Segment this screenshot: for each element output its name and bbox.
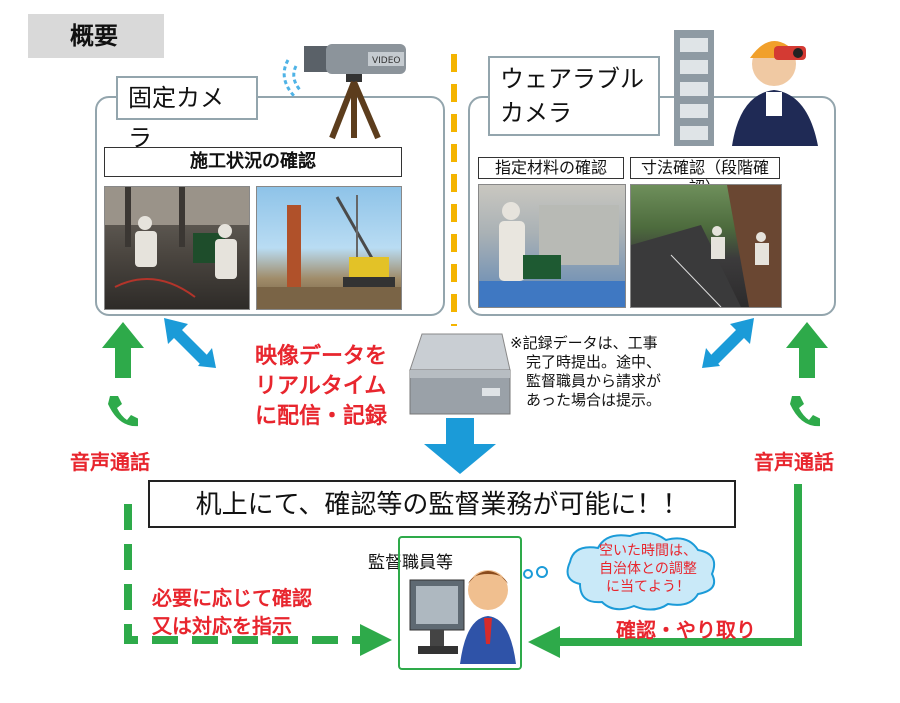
- thought-bubble: [566, 532, 716, 611]
- green-solid-arrow-right: [528, 484, 802, 658]
- center-divider: [451, 54, 457, 326]
- construction-status-title: 施工状況の確認: [104, 147, 402, 177]
- note-line3: 監督職員から請求が: [526, 372, 662, 390]
- voice-call-right: 音声通話: [754, 450, 834, 474]
- dimension-check-photo: [630, 184, 782, 308]
- bubble-line3: に当てよう！: [606, 579, 690, 595]
- note-line2: 完了時提出。途中、: [526, 353, 662, 371]
- construction-photo-1: [104, 186, 250, 310]
- dimension-check-label: 寸法確認（段階確認）: [630, 157, 780, 197]
- construction-photo-2: [256, 186, 402, 310]
- wearable-camera-label: ウェアラブル カメラ: [488, 56, 660, 136]
- confirm-exchange-text: 確認・やり取り: [616, 618, 756, 642]
- wearable-camera-icon: [674, 30, 818, 146]
- fixed-camera-label: 固定カメラ: [116, 76, 258, 152]
- green-dashed-arrow-left: [124, 504, 392, 656]
- video-camera-icon: VIDEO: [282, 44, 406, 140]
- supervisor-at-computer-icon: [409, 570, 516, 664]
- road-photo-graphic: [631, 185, 781, 307]
- material-photo-graphic: [479, 202, 625, 307]
- green-arrow-up-right: [786, 322, 828, 378]
- material-check-photo: [478, 184, 626, 308]
- bubble-text: 空いた時間は、 自治体との調整 に当てよう！: [588, 542, 708, 596]
- bubble-line1: 空いた時間は、: [599, 543, 697, 559]
- phone-icon-left: [108, 396, 138, 427]
- main-message-box: 机上にて、確認等の監督業務が可能に！！: [148, 480, 736, 528]
- instruction-line2: 又は対応を指示: [152, 614, 292, 638]
- blue-arrow-down: [424, 418, 496, 474]
- designated-material-label: 指定材料の確認: [478, 157, 624, 179]
- phone-icon-right: [790, 396, 820, 427]
- bubble-line2: 自治体との調整: [599, 561, 697, 577]
- note-line1: ※記録データは、工事: [510, 334, 658, 352]
- video-data-line3: に配信・記録: [255, 404, 388, 429]
- wearable-label-line1: ウェアラブル: [500, 65, 644, 93]
- hard-drive-icon: [409, 333, 511, 415]
- voice-call-left: 音声通話: [70, 450, 150, 474]
- crane-photo-graphic: [257, 195, 401, 309]
- instruction-line1: 必要に応じて確認: [152, 586, 312, 610]
- supervisor-label: 監督職員等: [368, 553, 453, 573]
- blue-arrow-right: [702, 318, 754, 368]
- supervisor-box: [398, 536, 522, 670]
- thought-dots: [523, 566, 548, 579]
- video-data-line2: リアルタイム: [255, 374, 387, 399]
- blue-arrow-left: [164, 318, 216, 368]
- green-arrow-up-left: [102, 322, 144, 378]
- note-line4: あった場合は提示。: [526, 391, 662, 409]
- record-data-note: ※記録データは、工事 完了時提出。途中、 監督職員から請求が あった場合は提示。: [510, 334, 661, 410]
- wearable-label-line2: カメラ: [500, 99, 572, 127]
- video-data-line1: 映像データを: [255, 344, 388, 369]
- instruction-text: 必要に応じて確認 又は対応を指示: [152, 584, 312, 640]
- worker-photo-graphic: [105, 187, 249, 298]
- camera-brand-text: VIDEO: [372, 56, 401, 66]
- page-title: 概要: [28, 14, 164, 58]
- video-data-text: 映像データを リアルタイム に配信・記録: [255, 342, 387, 432]
